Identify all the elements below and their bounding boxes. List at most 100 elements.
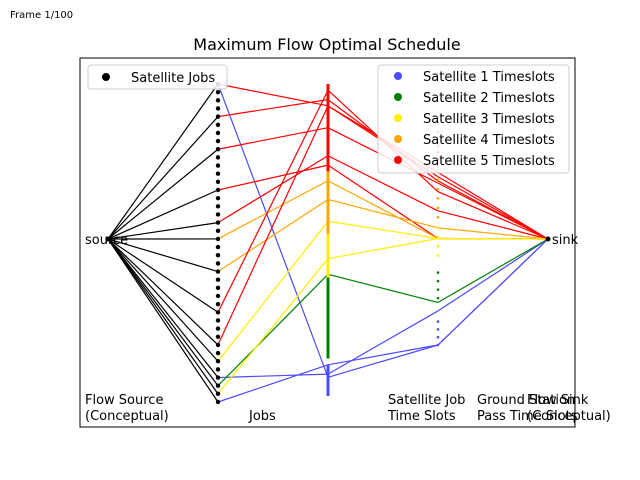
edge-slot-pass xyxy=(327,237,439,260)
edge-job-slot xyxy=(217,83,329,378)
column-label-passes: Pass Time Slots xyxy=(477,409,578,424)
edge-pass-sink xyxy=(437,238,549,312)
edge-job-slot xyxy=(217,164,329,191)
edge-pass-sink xyxy=(437,171,549,240)
flow-edges xyxy=(107,83,549,403)
pass-slot-node xyxy=(436,296,440,300)
source-label: source xyxy=(85,233,128,248)
pass-slot-node xyxy=(436,335,440,339)
pass-slot-node xyxy=(436,328,440,331)
pass-slot-node xyxy=(436,197,440,200)
chart-title: Maximum Flow Optimal Schedule xyxy=(193,35,460,54)
column-label-timeslots: Satellite Job xyxy=(388,393,465,408)
legend-label-5: Satellite 5 Timeslots xyxy=(423,154,555,169)
job-node xyxy=(215,399,221,405)
edge-source-job xyxy=(107,238,219,362)
job-node xyxy=(215,187,221,193)
job-node xyxy=(215,326,221,331)
pass-slot-node xyxy=(436,288,440,291)
edge-slot-pass xyxy=(327,220,439,240)
job-node xyxy=(215,301,221,307)
edge-pass-sink xyxy=(437,210,549,240)
job-node xyxy=(215,130,221,136)
job-node xyxy=(215,269,221,274)
legend-jobs: Satellite Jobs xyxy=(87,64,228,90)
legend-marker xyxy=(102,73,110,81)
job-node xyxy=(215,244,221,250)
pass-slot-node xyxy=(436,279,440,283)
legend-label-1: Satellite 1 Timeslots xyxy=(423,70,555,85)
pass-slot-node xyxy=(436,178,440,182)
job-node xyxy=(215,342,221,348)
edge-source-job xyxy=(107,238,219,273)
edge-pass-sink xyxy=(437,237,549,240)
edge-source-job xyxy=(107,238,219,346)
job-node xyxy=(215,334,221,339)
edge-job-slot xyxy=(217,155,329,224)
job-node xyxy=(215,383,221,388)
job-node xyxy=(215,367,221,372)
edge-slot-pass xyxy=(327,155,439,212)
legend-box xyxy=(87,64,228,90)
edge-pass-sink xyxy=(437,227,549,240)
pass-slot-node xyxy=(436,226,440,230)
column-label-sink: (Conceptual) xyxy=(527,409,611,424)
edge-slot-pass xyxy=(327,180,439,240)
edge-job-slot xyxy=(217,180,329,240)
legend-label-4: Satellite 4 Timeslots xyxy=(423,133,555,148)
edge-source-job xyxy=(107,238,219,378)
job-node xyxy=(215,212,221,217)
edge-pass-sink xyxy=(437,176,549,240)
edge-pass-sink xyxy=(437,182,549,240)
pass-slot-node xyxy=(436,254,440,257)
edge-source-job xyxy=(107,83,219,240)
edge-slot-pass xyxy=(327,164,439,239)
edge-source-job xyxy=(107,238,219,403)
edge-source-job xyxy=(107,148,219,240)
job-node xyxy=(215,114,221,119)
pass-slot-node xyxy=(436,235,440,239)
pass-slot-node xyxy=(436,271,440,274)
edge-job-slot xyxy=(217,373,329,379)
edge-pass-sink xyxy=(437,238,549,346)
edge-slot-pass xyxy=(327,310,439,375)
column-label-jobs: Jobs xyxy=(248,409,276,424)
legend-marker-1 xyxy=(394,72,402,80)
edge-source-job xyxy=(107,238,219,395)
edge-job-slot xyxy=(217,258,329,395)
edge-job-slot xyxy=(217,89,329,313)
edge-job-slot xyxy=(217,220,329,362)
source-node xyxy=(105,236,111,242)
edge-pass-sink xyxy=(437,238,549,303)
job-node xyxy=(215,220,221,225)
job-node xyxy=(215,171,221,176)
pass-slot-node xyxy=(436,343,440,347)
edge-job-slot xyxy=(217,105,329,346)
job-node xyxy=(215,236,221,242)
job-node xyxy=(215,155,221,160)
edge-slot-pass xyxy=(327,344,439,366)
job-node xyxy=(215,391,221,397)
column-label-sink: Flow Sink xyxy=(527,393,589,408)
job-node xyxy=(215,163,221,168)
legend-box xyxy=(377,64,570,174)
job-node xyxy=(215,204,221,209)
edge-slot-pass xyxy=(327,198,439,229)
job-node xyxy=(215,106,221,111)
job-node xyxy=(215,293,221,299)
job-node xyxy=(215,147,221,152)
edge-pass-sink xyxy=(437,191,549,240)
edge-source-job xyxy=(107,222,219,240)
column-label-timeslots: Time Slots xyxy=(387,409,456,424)
sink-node xyxy=(545,236,551,242)
job-node xyxy=(215,98,221,103)
job-node xyxy=(215,350,221,356)
legend-marker-5 xyxy=(394,156,402,164)
pass-slot-node xyxy=(436,187,440,191)
job-node xyxy=(215,285,221,291)
job-node xyxy=(215,228,221,233)
sink-label: sink xyxy=(552,233,579,248)
legend-marker-2 xyxy=(394,93,402,101)
edge-job-slot xyxy=(217,198,329,273)
